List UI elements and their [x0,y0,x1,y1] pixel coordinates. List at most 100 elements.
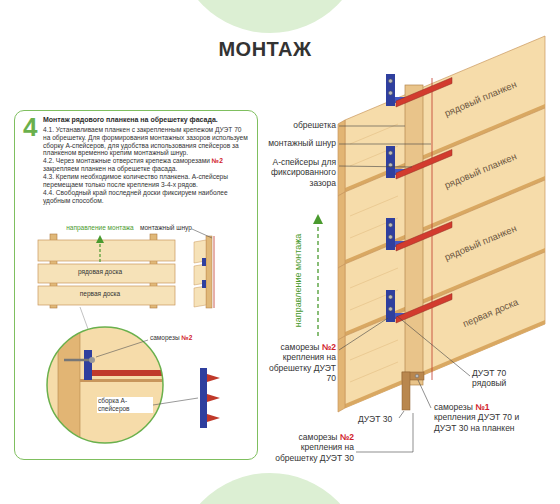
step-paragraph: 4.2. Через монтажные отверстия крепежа с… [43,157,249,173]
plank [345,320,545,408]
step-paragraph: 4.3. Крепим необходимое количество планк… [43,173,249,189]
detail-view [40,320,180,450]
label-group: саморезы №1 крепления ДУЭТ 70 и ДУЭТ 30 … [434,402,528,433]
board-label: рядовый планкен [442,79,517,119]
callout-label: монтажный шнур [268,138,336,148]
board [38,240,175,305]
callout-label: рядовая доска [78,268,122,275]
board-label: рядовый планкен [442,223,517,263]
callout-label: саморезы [299,432,338,442]
label-group: рядовый планкен [442,151,517,192]
callout-label: монтажный шнур [140,224,192,231]
label-group: рядовая доска [70,268,130,276]
step-heading: Монтаж рядового планкена на обрешетку фа… [43,116,249,125]
detail-circle [47,327,163,443]
callout-label: крепления ДУЭТ 70 и ДУЭТ 30 на планкен [434,412,519,432]
duet70-clip [386,74,395,106]
screw-number: №2 [340,432,354,442]
screw [389,79,393,83]
a-spacer [396,294,452,324]
a-spacer [396,150,452,180]
side-view [202,280,206,288]
leader-line [339,144,431,145]
screw-number: №1 [475,402,489,412]
callout-label: ДУЭТ 30 [358,414,392,424]
side-view [194,236,214,308]
wood-grain [350,362,398,382]
screw-number: №2 [322,342,336,352]
plank [338,36,545,412]
leader-line [80,307,88,329]
spacer-assembly [207,414,220,422]
label-group: ДУЭТ 30 [358,414,398,424]
callout-label: крепления на обрешетку ДУЭТ 70 [269,352,336,383]
screw [389,151,393,155]
plank [338,336,345,412]
callout-label: саморезы [281,342,320,352]
screw-number: №2 [182,334,193,341]
plank [338,120,345,196]
detail-view [89,357,95,363]
mounting-cord [432,78,433,380]
label-group: ДУЭТ 70 рядовый [472,368,526,389]
label-group: сборка А-спейсеров [97,397,153,413]
a-spacer [396,222,452,252]
label-group: А-спейсеры для фиксированного зазора [264,157,336,188]
direction-arrow [96,235,104,262]
decor-circle [175,0,365,504]
label-group: монтажный шнур [264,138,336,148]
board [38,286,175,305]
label-group: саморезы №2 [150,334,220,342]
direction-arrow [96,235,104,243]
screw [389,307,393,311]
spacer-assembly [200,368,207,428]
board-label: рядовый планкен [442,151,517,191]
leader-line [96,340,198,405]
a-spacer [396,78,452,324]
step-text-block: Монтаж рядового планкена на обрешетку фа… [43,116,249,205]
board-label: направление монтажа [293,233,303,326]
spacer-assembly [200,368,220,428]
board-label: первая доска [461,296,520,329]
leader-line [399,411,404,418]
side-view [194,286,206,307]
detail-view [84,350,92,380]
leader-line [339,166,412,167]
label-group: обрешетка [264,120,336,130]
duet70-clip [386,146,395,178]
callout-label: саморезы [150,334,180,341]
label-group: рядовый планкен [442,79,517,120]
direction-arrow [317,222,318,336]
step-paragraph: 4.1. Устанавливаем планкен с закрепленны… [43,126,249,158]
step-number: 4 [23,114,37,140]
callout-label: ДУЭТ 70 рядовый [472,368,506,388]
step-paragraph: 4.4. Свободный край последней доски фикс… [43,189,249,205]
screw [389,79,393,311]
leader-line [153,398,198,405]
label-group: первая доска [70,290,130,298]
plank [338,264,345,340]
duet70-clip [386,218,395,250]
label-group: саморезы №2 крепления на обрешетку ДУЭТ … [264,342,336,383]
detail-view [92,370,162,376]
leader-line [80,229,212,329]
label-group: направление монтажа [60,224,140,232]
label-group: рядовый планкен [442,223,517,264]
screw [389,91,393,95]
decor-circle [175,0,365,33]
detail-view [40,320,180,450]
spacer-assembly [207,374,220,382]
screw [389,223,393,227]
spacer-assembly [207,394,220,402]
callout-label: направление монтажа [66,224,133,231]
detail-view [80,379,180,382]
callout-label: А-спейсеры для фиксированного зазора [271,157,336,188]
board [38,240,175,261]
step-text: 4.2. Через монтажные отверстия крепежа с… [43,157,210,164]
side-view [214,236,215,308]
decor-circle [175,473,365,504]
label-group: саморезы №2 крепления на обрешетку ДУЭТ … [262,432,354,463]
leader-line [339,126,405,127]
callout-label: первая доска [80,290,120,297]
